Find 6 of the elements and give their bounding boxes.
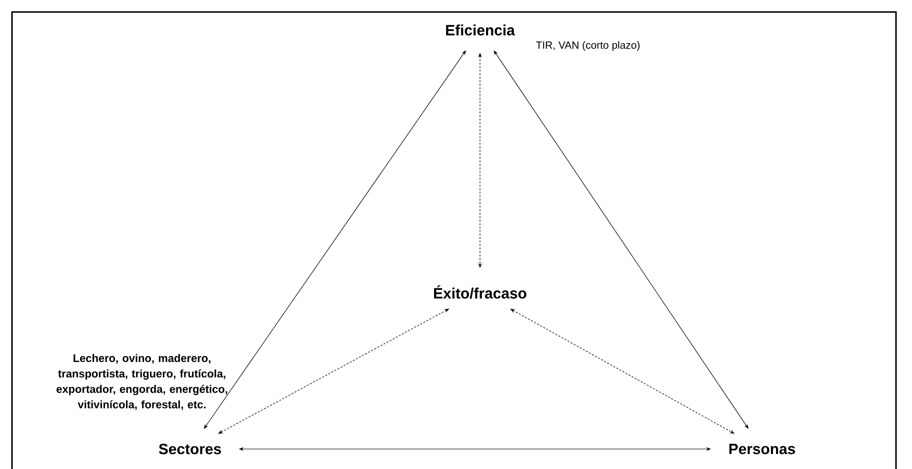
annotation: Lechero, ovino, maderero, transportista, triguero, frutícola, exportador, engorda, energético, vitivinícola, forestal, etc.	[56, 354, 228, 410]
node-label: Personas	[729, 444, 796, 454]
node-label: Éxito/fracaso	[434, 285, 526, 299]
annotation: TIR, VAN (corto plazo)	[536, 41, 640, 51]
node-label: Eficiencia	[446, 24, 515, 36]
node-label: Sectores	[158, 444, 221, 454]
